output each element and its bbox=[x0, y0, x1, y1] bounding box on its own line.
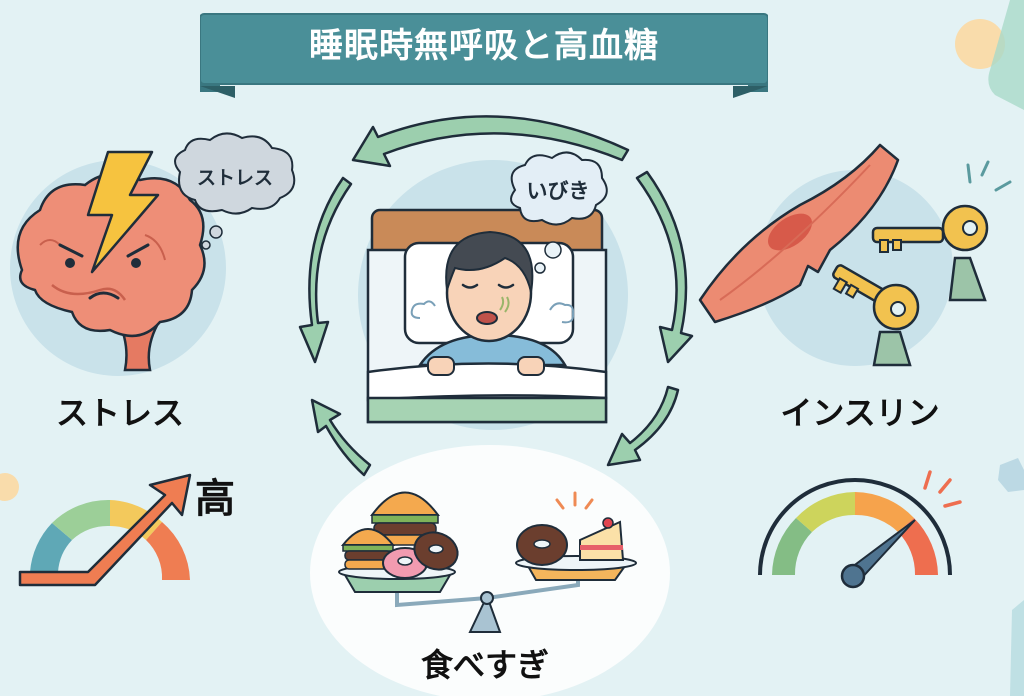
closed-eye-left bbox=[461, 283, 479, 289]
hand-right bbox=[517, 356, 545, 376]
stress-label: ストレス bbox=[55, 394, 184, 432]
top-arrow-left bbox=[351, 115, 630, 168]
sparkle-lines bbox=[966, 160, 1012, 192]
muscle-nucleus bbox=[768, 213, 812, 251]
decor-blue-hex-right bbox=[998, 458, 1024, 492]
hand-left bbox=[427, 356, 455, 376]
snore-cloud bbox=[510, 151, 608, 226]
brain-fold-2 bbox=[144, 234, 166, 261]
banner-ribbon-shape bbox=[200, 13, 768, 98]
page-title: 睡眠時無呼吸と高血糖 bbox=[309, 26, 659, 66]
snore-bubble-text: いびき bbox=[526, 179, 590, 203]
angry-brow-right bbox=[126, 243, 150, 258]
keyhole-bottom bbox=[872, 330, 912, 367]
left-arrow-down bbox=[298, 176, 353, 364]
title-banner: 睡眠時無呼吸と高血糖 bbox=[200, 12, 768, 98]
burger-small-icon bbox=[340, 528, 396, 570]
angry-brow-left bbox=[58, 243, 84, 258]
gauge-arc-yellow bbox=[110, 500, 162, 540]
left-arrow-up bbox=[310, 398, 372, 477]
snore-lines bbox=[499, 296, 510, 313]
decor-orange-dot-left bbox=[0, 473, 19, 501]
brain-fold-3 bbox=[39, 239, 61, 246]
decor-green-shape-top bbox=[988, 0, 1024, 110]
stress-thought-dot-small bbox=[201, 240, 211, 250]
speedometer-red bbox=[898, 518, 938, 575]
angry-eye-left bbox=[65, 258, 75, 268]
trend-arrow-icon bbox=[18, 473, 192, 587]
angry-eye-right bbox=[131, 258, 141, 268]
speedometer-yellowgreen bbox=[796, 492, 855, 532]
brain bbox=[16, 172, 206, 338]
gauge-arc-blue bbox=[30, 523, 72, 572]
key-top-icon bbox=[871, 204, 989, 253]
speedometer-outline bbox=[758, 478, 952, 576]
stress-cloud bbox=[174, 132, 296, 215]
thought-dot-medium bbox=[544, 241, 562, 259]
insulin-label: インスリン bbox=[780, 394, 940, 432]
brain-fold-1 bbox=[51, 284, 127, 301]
hair bbox=[445, 230, 534, 293]
cake-slice-icon bbox=[579, 517, 625, 561]
speedometer-orange bbox=[855, 492, 914, 532]
closed-eye-right bbox=[497, 283, 515, 289]
thought-dot-small bbox=[534, 262, 546, 274]
decor-orange-dot-top bbox=[955, 19, 1005, 69]
muscle-striation bbox=[719, 164, 871, 301]
donut-right-icon bbox=[516, 524, 568, 566]
right-arrow-down bbox=[635, 170, 694, 364]
frown-mouth bbox=[88, 291, 120, 300]
keyhole-top bbox=[948, 256, 987, 302]
gauge-arc-green bbox=[52, 499, 110, 540]
stress-bubble-text: ストレス bbox=[196, 167, 273, 189]
open-mouth bbox=[476, 311, 498, 325]
gauge-arc-orange bbox=[146, 522, 190, 580]
scale-base bbox=[468, 593, 502, 633]
donut-chocolate-icon bbox=[413, 531, 459, 571]
speedometer-green bbox=[772, 518, 812, 575]
overeating-label: 食べすぎ bbox=[420, 646, 549, 684]
appeal-lines bbox=[555, 491, 594, 510]
high-label: 高 bbox=[195, 476, 235, 522]
blanket-bottom bbox=[366, 396, 608, 424]
decor-teal-shape-bottom bbox=[1010, 600, 1024, 696]
alert-lines bbox=[923, 470, 962, 508]
breath-puff-left bbox=[410, 300, 436, 319]
right-arrow-down-left bbox=[606, 385, 680, 467]
stress-thought-dot-medium bbox=[209, 225, 223, 239]
lightning-bolt-icon bbox=[86, 150, 160, 274]
breath-puff-right bbox=[549, 302, 575, 324]
